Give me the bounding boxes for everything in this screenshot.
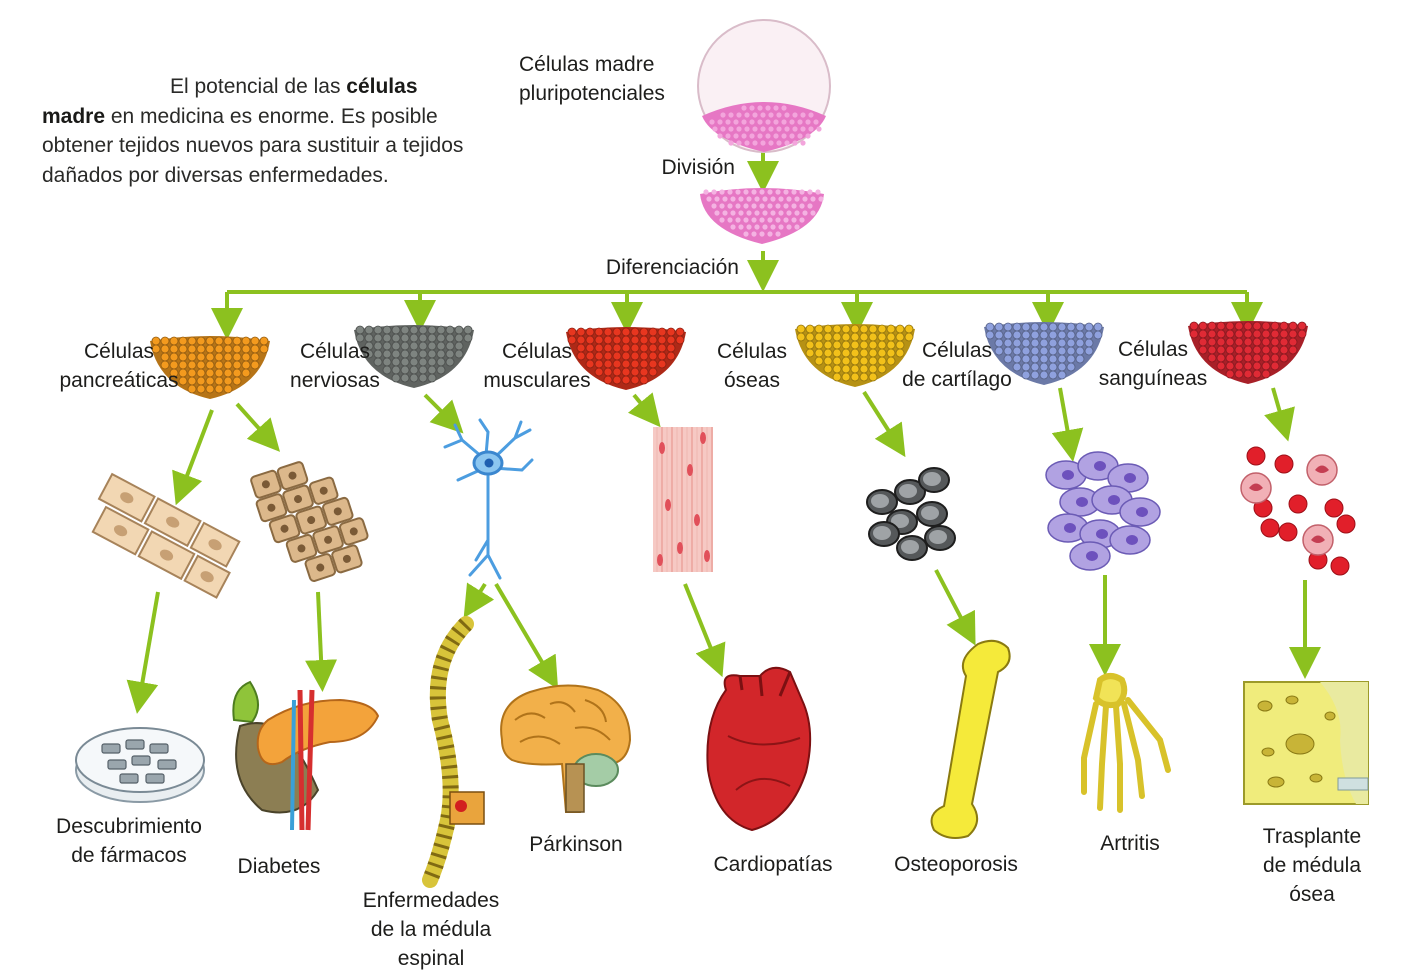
hand-skeleton: [1084, 676, 1168, 810]
brain: [501, 685, 630, 812]
cell-label-bone: Células óseas: [717, 337, 787, 395]
intro-text: El potencial de las células madre en med…: [42, 72, 472, 190]
pancreatic-islets: [248, 449, 376, 591]
arrow-to-spine: [470, 584, 485, 608]
outcome-marrow-transplant: Trasplante de médula ósea: [1263, 822, 1361, 909]
arrow-to-drugs: [139, 592, 158, 702]
differentiation-label: Diferenciación: [606, 253, 739, 282]
intro-bold-2: madre: [42, 105, 105, 128]
cell-label-nervous: Células nerviosas: [290, 337, 380, 395]
blood-cells: [1241, 447, 1355, 575]
intro-bold-1: células: [346, 75, 417, 98]
cell-label-pancreatic: Células pancreáticas: [59, 337, 178, 395]
arrow-to-osteoporosis: [936, 570, 970, 635]
pluripotent-label: Células madre pluripotenciales: [519, 50, 665, 108]
osteocytes: [867, 468, 955, 560]
division-label: División: [661, 153, 735, 182]
arrow-to-parkinson: [496, 584, 552, 679]
dividing-cell-mass: [700, 188, 824, 244]
arrow-bone-to-osteocytes: [864, 392, 899, 447]
chondrocytes: [1046, 452, 1160, 570]
outcome-spinal-cord: Enfermedades de la médula espinal: [363, 886, 500, 973]
spinal-column: [430, 624, 484, 880]
arrow-pancreatic-to-tissue: [180, 410, 212, 494]
petri-dish: [76, 728, 204, 802]
neuron: [445, 420, 532, 578]
muscle-fibers: [653, 427, 713, 572]
pancreas-organ: [233, 682, 378, 830]
arrow-muscle-to-fibers: [634, 395, 653, 418]
outcome-drug-discovery: Descubrimiento de fármacos: [56, 812, 202, 870]
cell-label-blood: Células sanguíneas: [1099, 335, 1208, 393]
heart: [707, 668, 810, 830]
femur-bone: [932, 641, 1010, 838]
outcome-diabetes: Diabetes: [238, 852, 321, 881]
arrow-nervous-to-neuron: [425, 395, 455, 425]
outcome-parkinson: Párkinson: [529, 830, 622, 859]
outcome-heart-disease: Cardiopatías: [713, 850, 832, 879]
cell-label-cartilage: Células de cartílago: [902, 336, 1012, 394]
bone-marrow-section: [1244, 682, 1368, 804]
pancreatic-tissue: [84, 474, 245, 597]
intro-after: en medicina es enorme. Es posible obtene…: [42, 105, 463, 187]
arrow-pancreatic-to-islets: [237, 404, 272, 443]
bowl-bone: [795, 324, 915, 387]
pluripotent-stem-cell: [698, 20, 830, 152]
arrow-blood-to-cells: [1273, 388, 1285, 430]
outcome-osteoporosis: Osteoporosis: [894, 850, 1018, 879]
arrow-to-heart: [685, 584, 718, 666]
intro-before: El potencial de las: [170, 75, 346, 98]
arrow-to-diabetes: [318, 592, 322, 680]
outcome-arthritis: Artritis: [1100, 829, 1160, 858]
arrows: [139, 150, 1305, 702]
arrow-cartilage-to-chondrocytes: [1060, 388, 1071, 450]
cell-label-muscle: Células musculares: [483, 337, 590, 395]
